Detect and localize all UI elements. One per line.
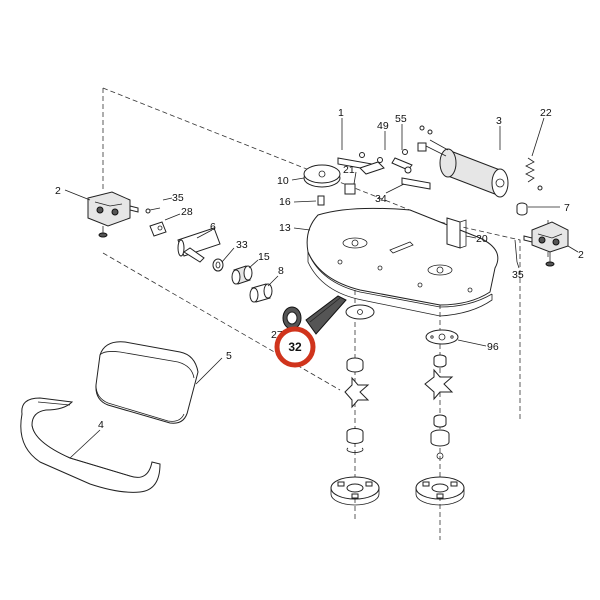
bolt-16	[317, 195, 325, 206]
bushing-8-part	[249, 283, 273, 303]
gear-part	[282, 306, 302, 330]
callout-5: 5	[226, 350, 232, 362]
dash-line-top	[102, 87, 441, 223]
leader-4	[69, 429, 101, 459]
motor-part	[417, 125, 509, 198]
shaft-assembly	[337, 149, 431, 195]
dash-line-left-low	[102, 252, 341, 391]
callout-22: 22	[540, 107, 552, 119]
callout-2-left: 2	[55, 185, 61, 197]
callout-13: 13	[279, 222, 291, 234]
callout-2-right: 2	[578, 249, 584, 261]
coupling-part	[149, 221, 167, 237]
belt-part	[305, 295, 347, 335]
callout-34: 34	[375, 193, 387, 205]
leader-34	[385, 183, 405, 194]
callout-3: 3	[496, 115, 502, 127]
leader-28	[164, 213, 181, 221]
leader-15	[248, 259, 259, 269]
drive-shaft-part	[177, 227, 221, 263]
leader-22	[531, 117, 545, 157]
bearing-part	[231, 265, 253, 285]
callout-28: 28	[181, 206, 193, 218]
callout-6: 6	[210, 221, 216, 233]
callout-33: 33	[236, 239, 248, 251]
leader-21	[353, 171, 357, 185]
leader-8	[267, 275, 279, 287]
spindle-right	[424, 354, 454, 460]
callout-32: 32	[288, 340, 302, 354]
blade-disc-left	[330, 476, 380, 506]
callout-1: 1	[338, 107, 344, 119]
bolt-35-left-head	[145, 208, 151, 214]
dash-line-right	[439, 221, 521, 420]
callout-55: 55	[395, 113, 407, 125]
spring-part	[525, 157, 535, 183]
plate-96	[425, 329, 459, 345]
leader-5	[195, 357, 223, 385]
highlight-ring	[274, 326, 316, 368]
bolt-35-left	[149, 207, 161, 211]
gearbox-left	[87, 191, 139, 238]
leader-35a	[162, 197, 173, 201]
leader-33	[221, 247, 235, 263]
bracket-part	[446, 217, 467, 249]
spring-bolt	[537, 185, 543, 191]
callout-20: 20	[476, 233, 488, 245]
bushing-part	[516, 202, 528, 216]
hopper-cover	[95, 341, 199, 424]
leader-35b	[516, 261, 520, 269]
leader-20	[465, 235, 477, 239]
gearbox-right	[523, 221, 569, 267]
highlighted-callout-32: 32	[274, 326, 316, 368]
pulley-part	[303, 164, 341, 188]
callout-10: 10	[277, 175, 289, 187]
callout-96: 96	[487, 341, 499, 353]
callout-35-left: 35	[172, 192, 184, 204]
spindle-left	[344, 357, 370, 453]
blade-disc-right	[415, 476, 465, 506]
leader-96	[457, 339, 487, 347]
callout-15: 15	[258, 251, 270, 263]
callout-35-right: 35	[512, 269, 524, 281]
leader-2b	[567, 245, 579, 253]
sleeve-part	[212, 258, 224, 272]
callout-16: 16	[279, 196, 291, 208]
callout-7: 7	[564, 202, 570, 214]
leader-6	[196, 229, 213, 239]
callout-21: 21	[343, 164, 355, 176]
leader-16	[293, 200, 317, 203]
callout-27: 27	[271, 329, 283, 341]
callout-4: 4	[98, 419, 104, 431]
washer-plate	[345, 304, 375, 320]
trim-strip	[20, 397, 161, 493]
leader-10	[291, 177, 305, 181]
leader-2a	[64, 189, 91, 201]
bolt-35-right	[514, 239, 518, 263]
callout-49: 49	[377, 120, 389, 132]
leader-13	[293, 227, 311, 231]
callout-8: 8	[278, 265, 284, 277]
